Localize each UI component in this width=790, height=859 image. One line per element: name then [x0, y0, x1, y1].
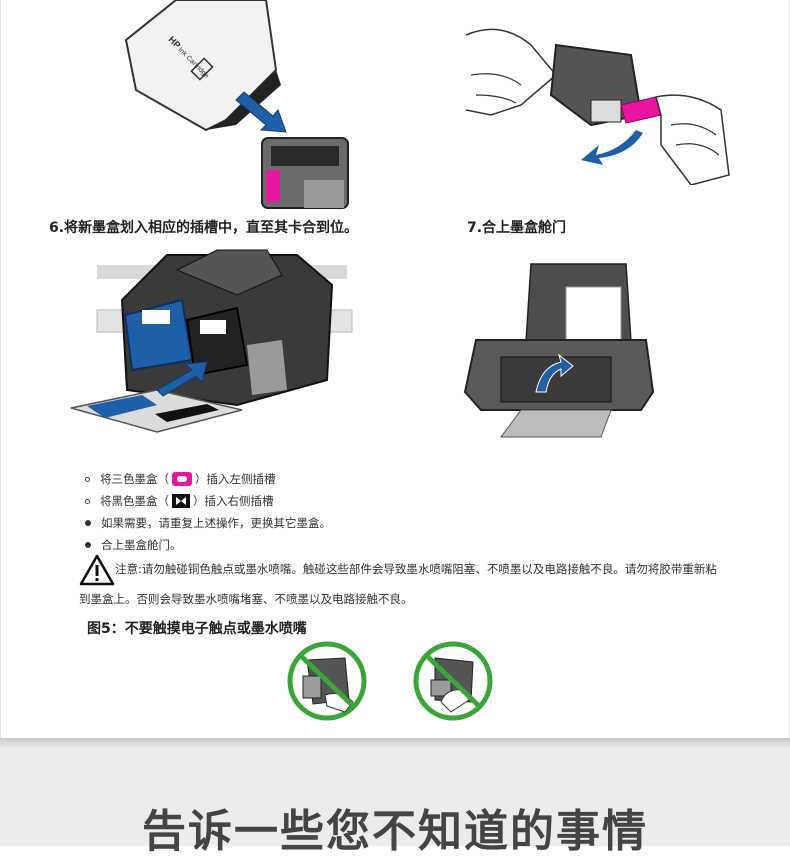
- printer-close-door-illustration: [463, 263, 655, 438]
- bullet-solid: [85, 542, 91, 548]
- bullet-hollow: [85, 498, 90, 504]
- list-item: 将黑色墨盒（ ）插入右侧插槽: [85, 490, 331, 512]
- cartridge-unpack-illustration: HP Ink Cartridge: [124, 0, 349, 209]
- instruction-bullets: 将三色墨盒（ ）插入左侧插槽 将黑色墨盒（ ）插入右侧插槽 如果需要，请重复上述…: [85, 468, 331, 556]
- warning-notice: 注意:请勿触碰铜色触点或墨水喷嘴。触碰这些部件会导致墨水喷嘴阻塞、不喷墨以及电路…: [79, 554, 759, 614]
- figure5-caption: 图5：不要触摸电子触点或墨水喷嘴: [87, 621, 307, 637]
- step6-title: 6.将新墨盒划入相应的插槽中，直至其卡合到位。: [49, 220, 359, 236]
- list-item: 将三色墨盒（ ）插入左侧插槽: [85, 468, 331, 490]
- warning-line2: 到墨盒上。否则会导致墨水喷嘴堵塞、不喷墨以及电路接触不良。: [79, 592, 413, 606]
- banner-shadow: [0, 738, 790, 748]
- carriage-insert-illustration: [70, 249, 353, 433]
- list-item: 如果需要，请重复上述操作，更换其它墨盒。: [85, 512, 331, 534]
- warning-line1: 注意:请勿触碰铜色触点或墨水喷嘴。触碰这些部件会导致墨水喷嘴阻塞、不喷墨以及电路…: [115, 562, 717, 576]
- bullet-solid: [85, 520, 91, 526]
- step7-title: 7.合上墨盒舱门: [467, 220, 567, 236]
- banner-title: 告诉一些您不知道的事情: [142, 806, 648, 857]
- instruction-panel: HP Ink Cartridge 6.将新墨盒划入相应的插槽中，直至其卡合到位。…: [0, 0, 790, 738]
- tricolor-cartridge-icon: [172, 472, 192, 486]
- bottom-banner: [0, 738, 790, 846]
- warning-triangle-icon: [79, 554, 115, 586]
- list-item: 合上墨盒舱门。: [85, 534, 331, 556]
- remove-tape-illustration: [465, 28, 730, 185]
- bullet-hollow: [85, 476, 90, 482]
- no-touch-contacts-icon: [287, 641, 367, 721]
- no-touch-nozzles-icon: [413, 641, 493, 721]
- black-cartridge-icon: [172, 494, 190, 508]
